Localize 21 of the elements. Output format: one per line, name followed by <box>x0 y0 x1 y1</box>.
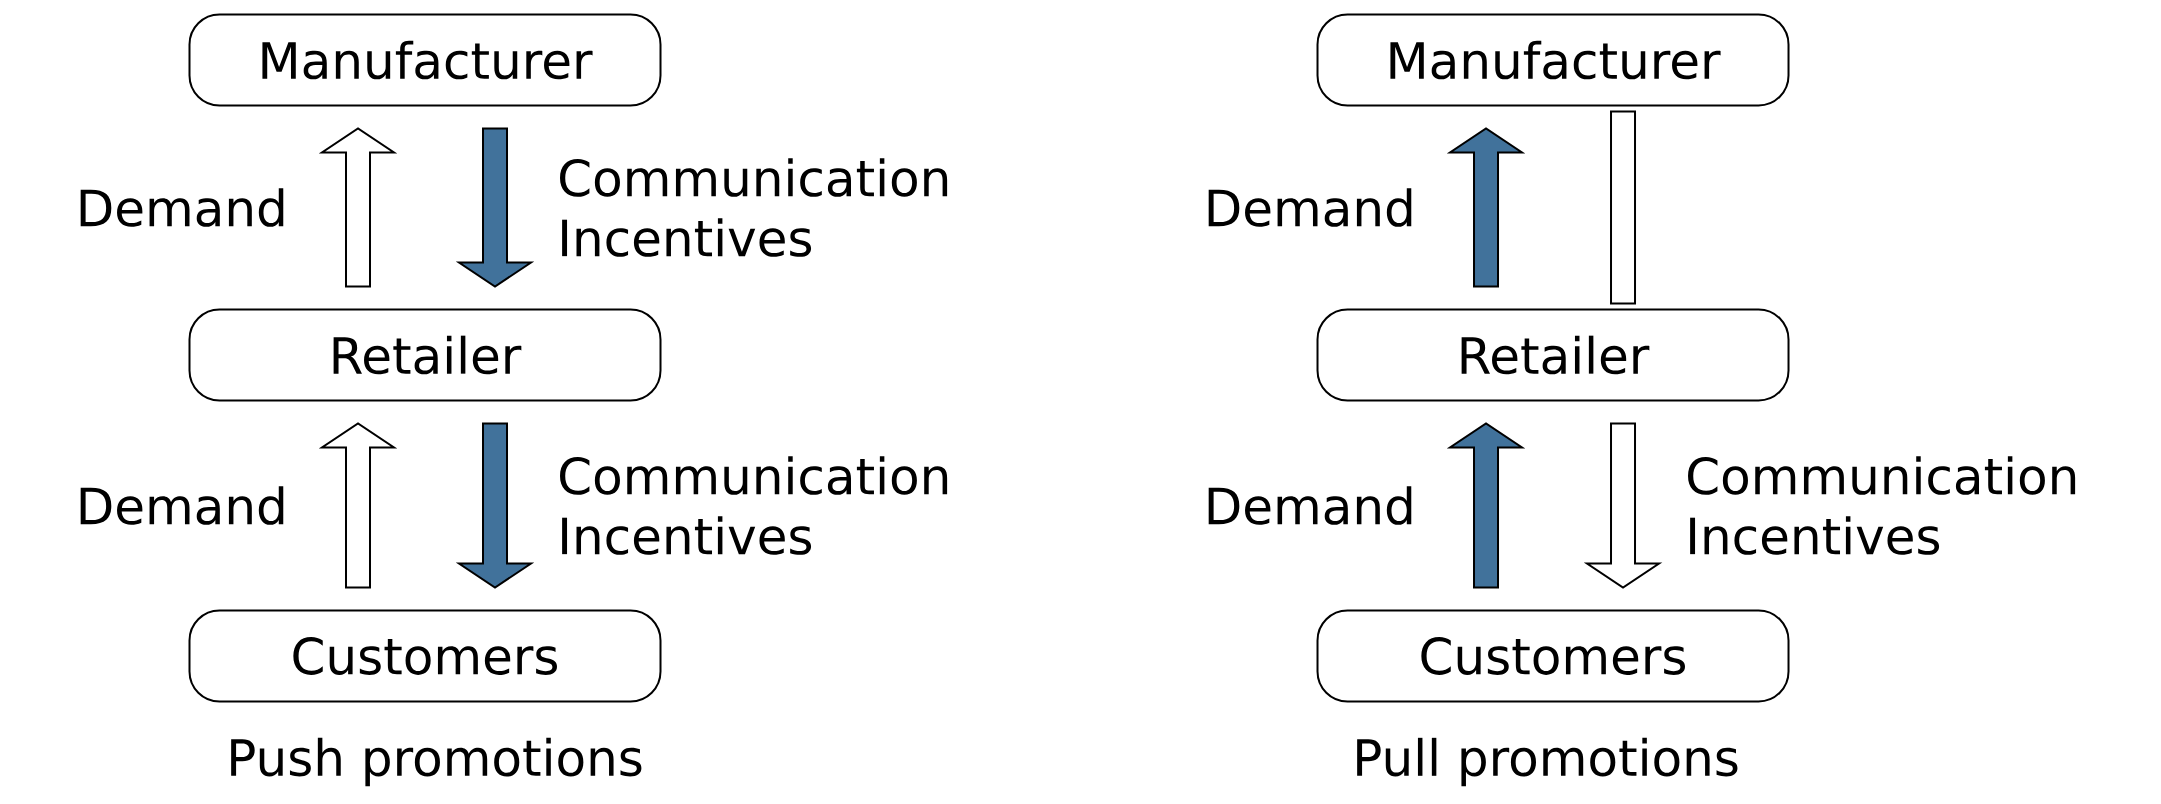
block-arrow <box>318 422 398 589</box>
rounded-box: Manufacturer <box>188 13 662 107</box>
edge-label: Communication Incentives <box>1688 456 2076 555</box>
rounded-box: Retailer <box>188 308 662 402</box>
edge-label: Demand <box>80 486 284 525</box>
edge-label: Demand <box>80 188 284 227</box>
rounded-box: Customers <box>188 609 662 703</box>
edge-label: Demand <box>1208 486 1412 525</box>
edge-label: Communication Incentives <box>560 158 948 257</box>
block-bar <box>1610 110 1636 305</box>
block-arrow <box>455 422 535 589</box>
rounded-box: Customers <box>1316 609 1790 703</box>
block-arrow <box>1446 127 1526 288</box>
edge-label: Demand <box>1208 188 1412 227</box>
block-arrow <box>455 127 535 288</box>
edge-label: Communication Incentives <box>560 456 948 555</box>
rounded-box: Manufacturer <box>1316 13 1790 107</box>
block-arrow <box>318 127 398 288</box>
block-arrow <box>1446 422 1526 589</box>
rounded-box: Retailer <box>1316 308 1790 402</box>
block-arrow <box>1583 422 1663 589</box>
